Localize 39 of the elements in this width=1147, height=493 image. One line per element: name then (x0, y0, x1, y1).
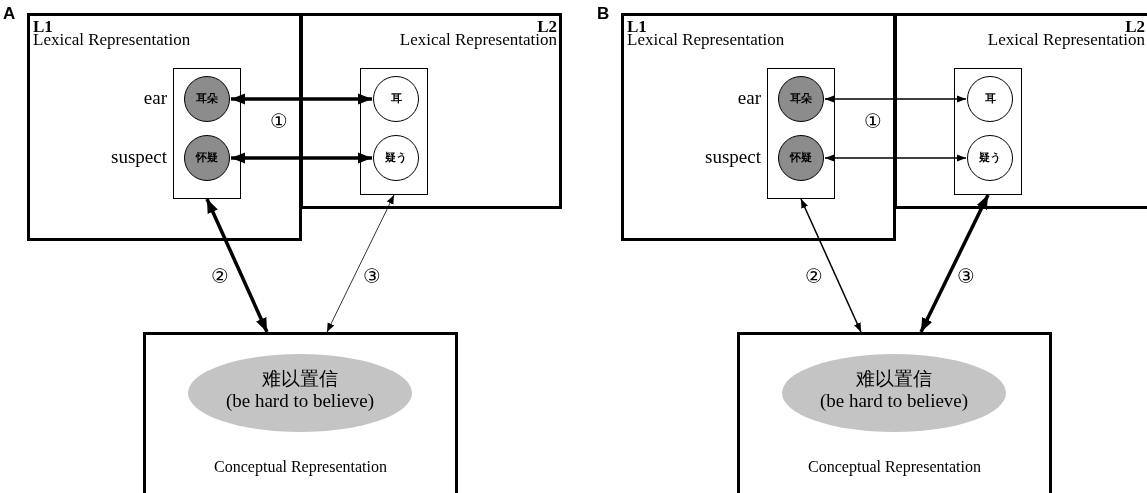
gloss-text: (be hard to believe) (818, 390, 970, 412)
arrow (205, 198, 269, 333)
gloss-word: ear (737, 87, 761, 109)
gloss-word: suspect (111, 146, 167, 168)
arrow (824, 95, 967, 103)
word-column-box (360, 68, 428, 195)
word-text: 耳朵 (195, 91, 219, 106)
gloss-word: ear (143, 87, 167, 109)
box-title: Conceptual Representation (213, 458, 388, 476)
gloss-text: (be hard to believe) (224, 390, 376, 412)
word-text: 疑う (978, 150, 1002, 165)
arrow (231, 152, 372, 164)
word-circle (373, 76, 419, 122)
word-text: 耳 (389, 91, 403, 106)
word-text: 耳 (983, 91, 997, 106)
word-circle (967, 135, 1013, 181)
concept-box (143, 332, 458, 493)
word-column-box (954, 68, 1022, 195)
word-text: 怀疑 (788, 150, 813, 165)
arrow (231, 93, 372, 105)
lexicon-box (894, 13, 1147, 209)
word-text: 怀疑 (194, 150, 219, 165)
box-title: Conceptual Representation (807, 458, 982, 476)
arrow (824, 154, 967, 162)
lexicon-box (27, 13, 302, 241)
word-circle (967, 76, 1013, 122)
concept-box (737, 332, 1052, 493)
word-text: 耳朵 (789, 91, 813, 106)
concept-word: 难以置信 (855, 366, 933, 391)
lexicon-box (621, 13, 896, 241)
panel-letter: B (597, 4, 610, 24)
panel-letter: A (3, 4, 16, 24)
gloss-word: suspect (705, 146, 761, 168)
concept-word: 难以置信 (261, 366, 339, 391)
word-text: 疑う (384, 150, 408, 165)
arrow (800, 198, 862, 333)
arrow (919, 194, 990, 333)
word-circle (373, 135, 419, 181)
lexicon-box (300, 13, 562, 209)
